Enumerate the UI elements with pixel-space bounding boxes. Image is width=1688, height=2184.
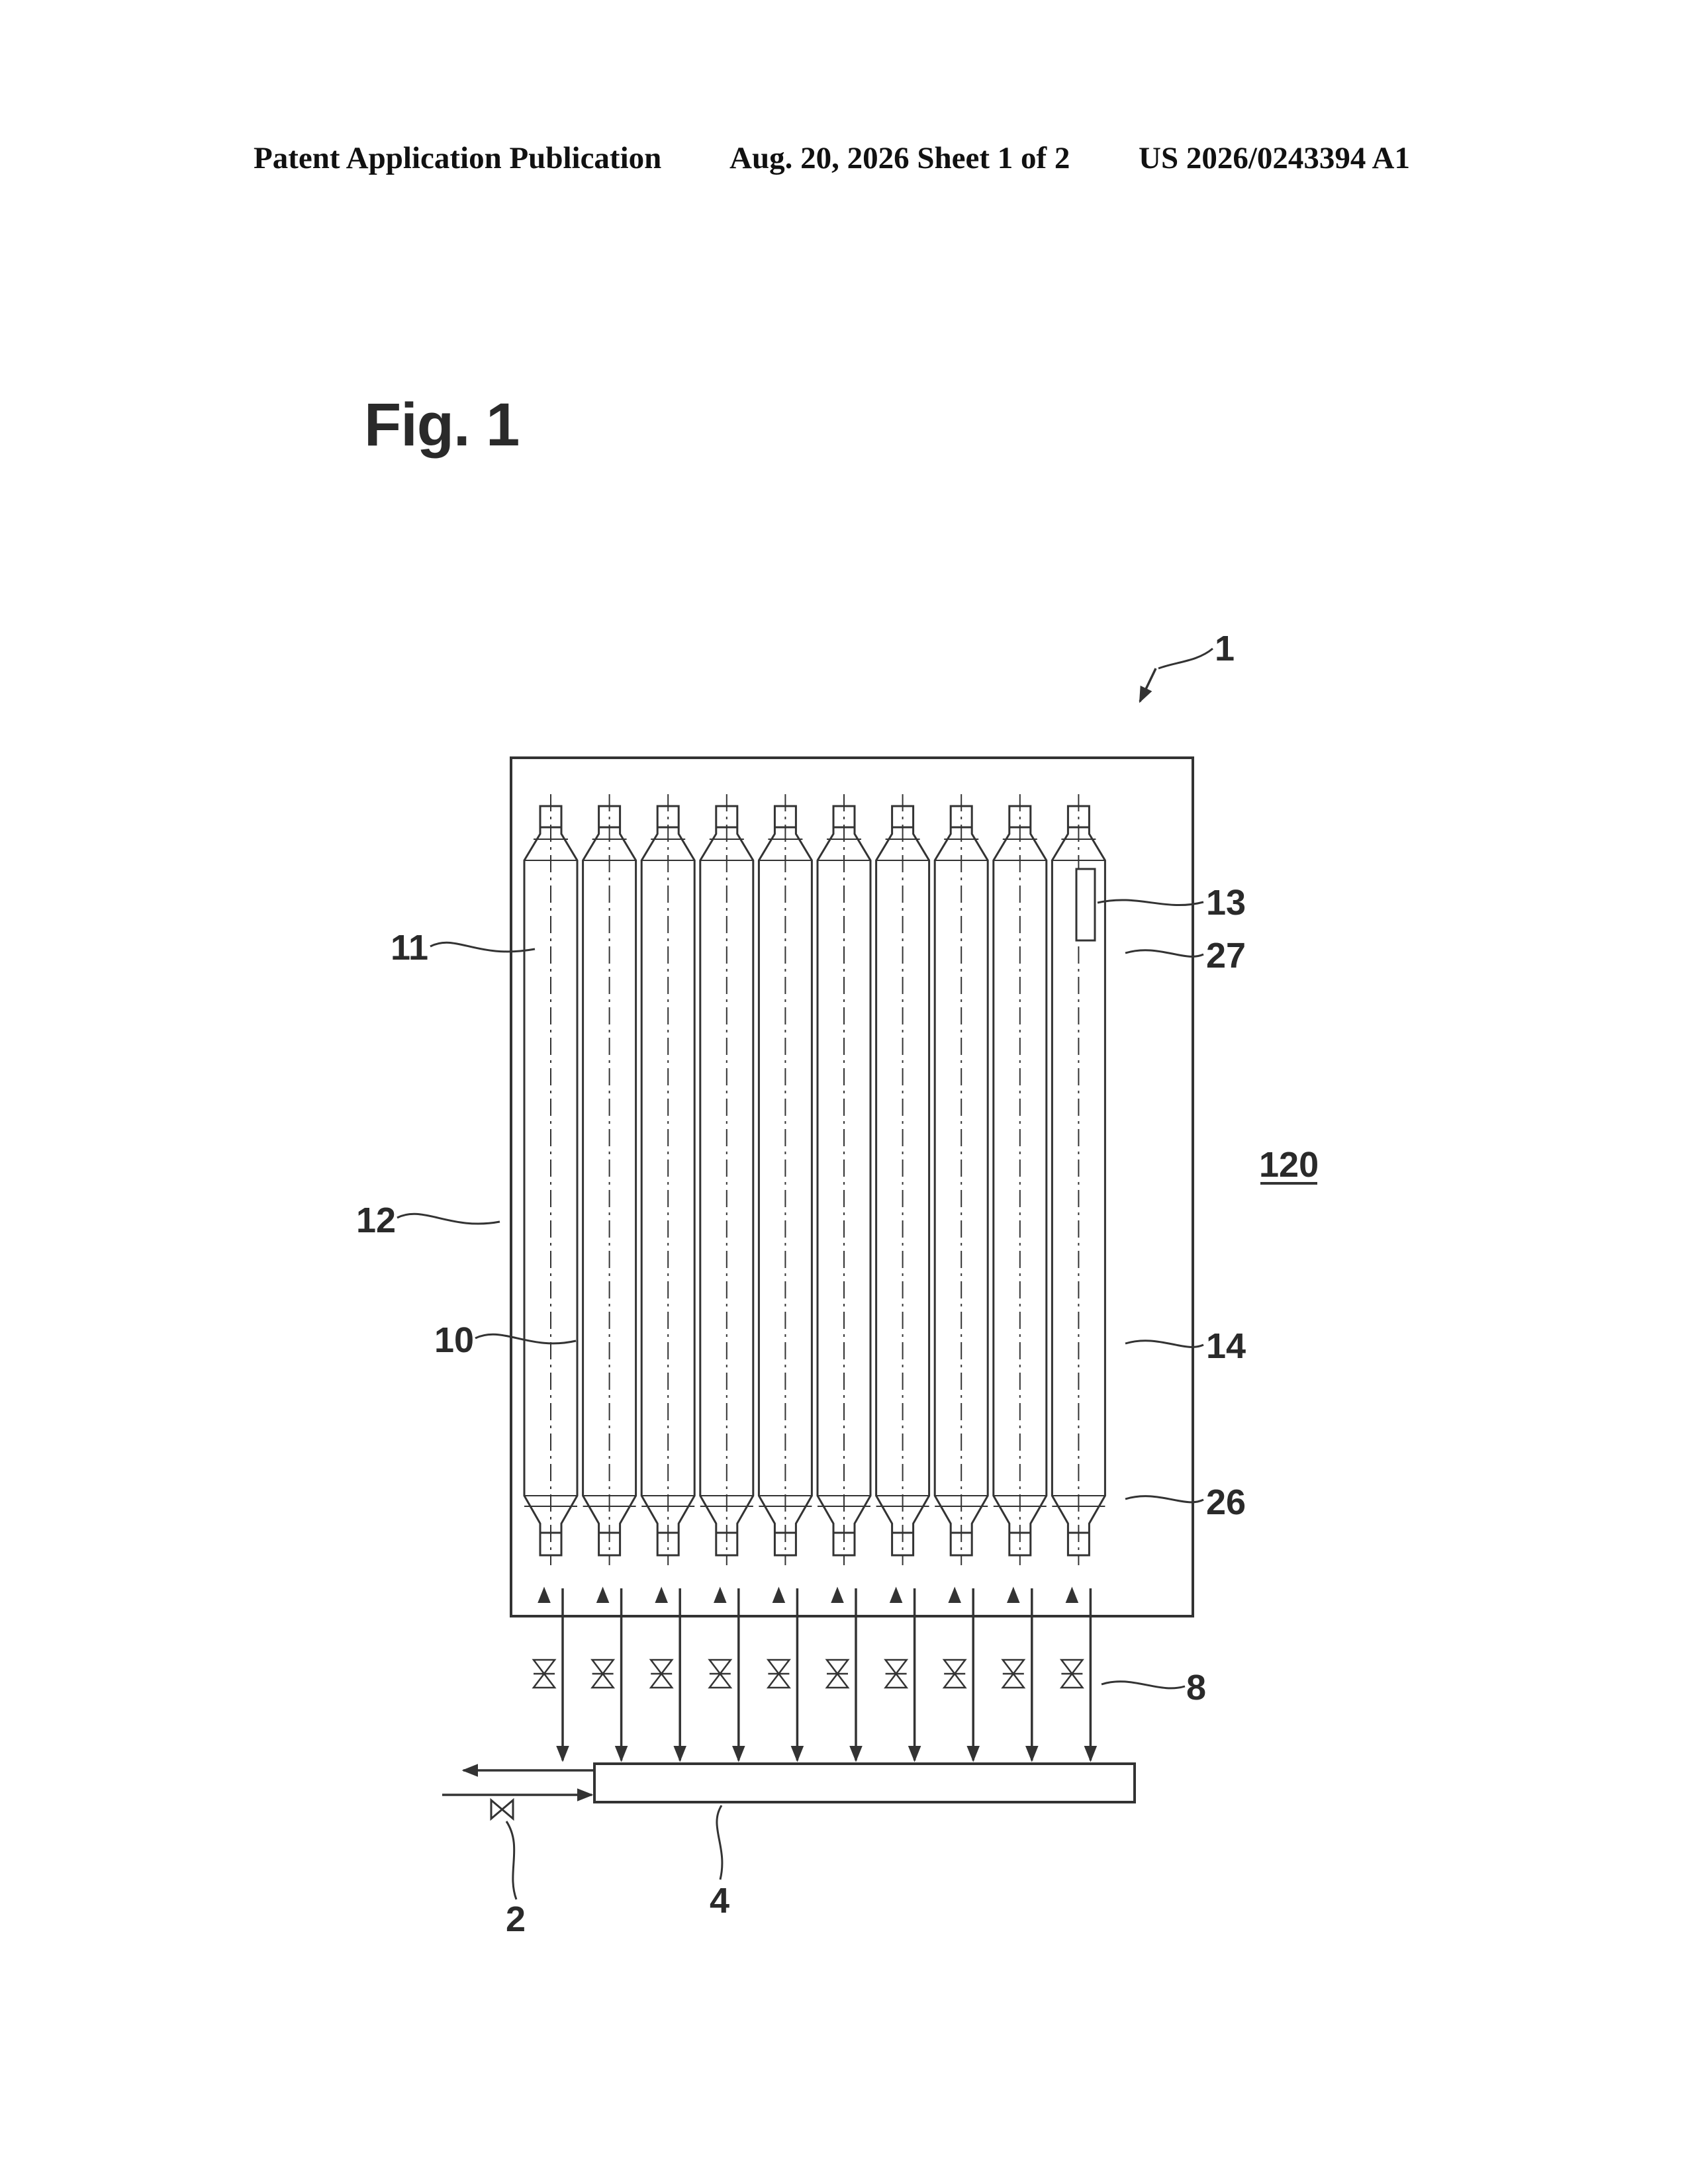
main-valve-symbol bbox=[491, 1800, 513, 1819]
pressure-vessel bbox=[524, 794, 577, 1565]
ref-label-11: 11 bbox=[391, 928, 428, 968]
sensor-element bbox=[1076, 869, 1095, 940]
vessel-valve-symbol bbox=[534, 1660, 555, 1688]
leader-line-8 bbox=[1102, 1682, 1185, 1688]
pressure-vessel bbox=[641, 794, 694, 1565]
pressure-vessel bbox=[700, 794, 753, 1565]
ref-label-12: 12 bbox=[356, 1201, 396, 1240]
pressure-vessel bbox=[935, 794, 988, 1565]
leader-line-4 bbox=[717, 1805, 722, 1880]
pressure-vessel bbox=[583, 794, 636, 1565]
vessel-valve-symbol bbox=[886, 1660, 907, 1688]
ref-label-10: 10 bbox=[434, 1320, 474, 1360]
leader-line-10 bbox=[475, 1334, 576, 1343]
ref-label-1: 1 bbox=[1215, 629, 1235, 668]
pressure-vessel bbox=[994, 794, 1047, 1565]
leader-line-2 bbox=[506, 1821, 516, 1899]
pressure-vessel bbox=[759, 794, 812, 1565]
manifold-bar bbox=[594, 1764, 1135, 1802]
leader-line-12 bbox=[397, 1214, 500, 1224]
vessel-valve-symbol bbox=[827, 1660, 848, 1688]
pressure-vessel bbox=[818, 794, 870, 1565]
arrow-ref-1 bbox=[1140, 668, 1156, 702]
ref-label-14: 14 bbox=[1206, 1326, 1246, 1366]
flow-line-group bbox=[534, 1588, 1090, 1760]
vessel-valve-symbol bbox=[768, 1660, 789, 1688]
ref-label-8: 8 bbox=[1186, 1668, 1206, 1707]
leader-line-1 bbox=[1158, 649, 1213, 668]
ref-label-120: 120 bbox=[1259, 1145, 1319, 1185]
vessel-valve-symbol bbox=[651, 1660, 672, 1688]
ref-label-26: 26 bbox=[1206, 1482, 1246, 1522]
vessel-valve-symbol bbox=[1061, 1660, 1082, 1688]
pressure-vessel bbox=[876, 794, 929, 1565]
pressure-vessel-group bbox=[524, 794, 1105, 1565]
leader-line-13 bbox=[1098, 900, 1203, 905]
ref-label-2: 2 bbox=[506, 1899, 526, 1939]
vessel-valve-symbol bbox=[710, 1660, 731, 1688]
vessel-valve-symbol bbox=[944, 1660, 965, 1688]
leader-line-11 bbox=[430, 942, 535, 952]
vessel-valve-symbol bbox=[1003, 1660, 1024, 1688]
ref-label-27: 27 bbox=[1206, 936, 1246, 976]
vessel-valve-symbol bbox=[592, 1660, 614, 1688]
ref-label-4: 4 bbox=[710, 1881, 729, 1921]
ref-label-13: 13 bbox=[1206, 883, 1246, 923]
